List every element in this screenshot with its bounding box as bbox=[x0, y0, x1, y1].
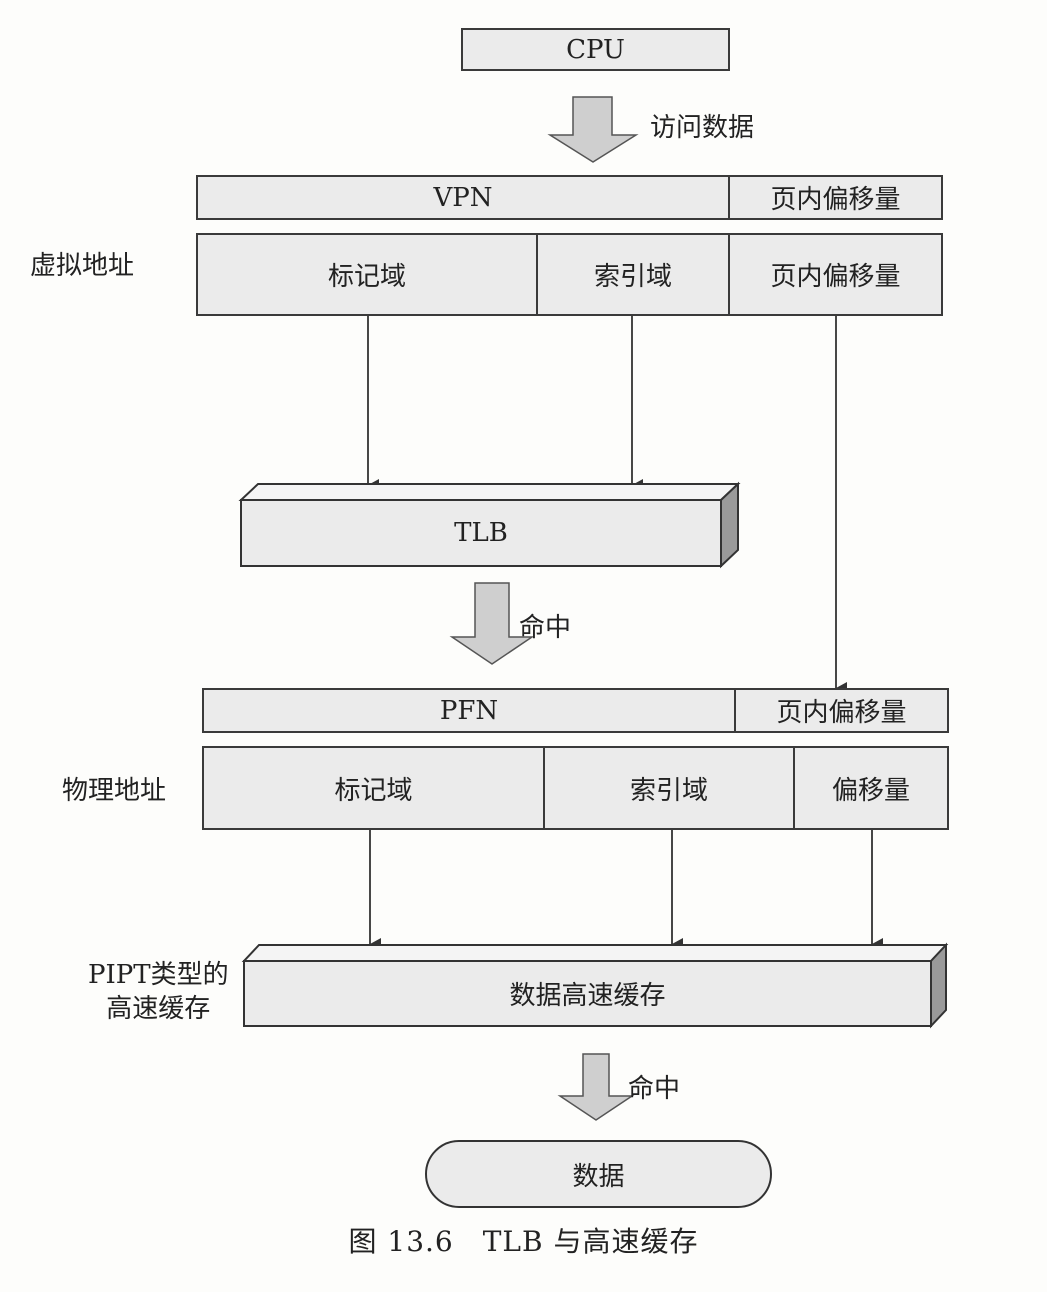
tlb-box bbox=[238, 481, 741, 569]
physical-page-offset-label: 页内偏移量 bbox=[776, 698, 907, 728]
physical-address-label: 物理地址 bbox=[62, 776, 167, 806]
access-arrow bbox=[547, 96, 639, 163]
virtual-tag-label: 标记域 bbox=[327, 262, 406, 292]
cache-label-area: 数据高速缓存 bbox=[244, 961, 931, 1026]
tlb-label: TLB bbox=[454, 518, 508, 548]
physical-address-row: 标记域 索引域 偏移量 bbox=[202, 746, 949, 830]
cache-label: 数据高速缓存 bbox=[509, 981, 666, 1011]
access-data-label: 访问数据 bbox=[650, 113, 755, 143]
cache-hit-label: 命中 bbox=[628, 1074, 681, 1104]
vpn-label: VPN bbox=[433, 182, 493, 213]
virtual-offset-field: 页内偏移量 bbox=[730, 235, 941, 314]
data-capsule: 数据 bbox=[426, 1141, 771, 1207]
physical-page-offset-field: 页内偏移量 bbox=[734, 688, 949, 733]
data-label: 数据 bbox=[572, 1161, 625, 1192]
physical-index-field: 索引域 bbox=[545, 748, 795, 828]
virtual-page-offset-field: 页内偏移量 bbox=[728, 175, 943, 220]
pipt-cache-label-line1: PIPT类型的 bbox=[88, 960, 229, 990]
virtual-address-row: 标记域 索引域 页内偏移量 bbox=[196, 233, 943, 316]
virtual-address-label: 虚拟地址 bbox=[30, 251, 135, 281]
pipt-cache-label: PIPT类型的 高速缓存 bbox=[88, 958, 229, 1026]
physical-offset-field: 偏移量 bbox=[795, 748, 947, 828]
tlb-label-area: TLB bbox=[241, 500, 721, 566]
virtual-index-field: 索引域 bbox=[538, 235, 730, 314]
tlb-hit-label: 命中 bbox=[519, 613, 572, 643]
cpu-label: CPU bbox=[566, 34, 625, 65]
tlb-hit-arrow bbox=[449, 582, 535, 665]
virtual-page-offset-label: 页内偏移量 bbox=[770, 185, 901, 215]
physical-tag-field: 标记域 bbox=[204, 748, 545, 828]
vpn-field: VPN bbox=[196, 175, 730, 220]
cpu-box: CPU bbox=[461, 28, 730, 71]
physical-index-label: 索引域 bbox=[629, 775, 708, 806]
cache-box bbox=[241, 942, 949, 1029]
physical-tag-label: 标记域 bbox=[334, 775, 413, 806]
pipt-cache-label-line2: 高速缓存 bbox=[106, 994, 211, 1024]
cache-hit-arrow bbox=[557, 1053, 635, 1121]
virtual-index-label: 索引域 bbox=[593, 262, 672, 292]
physical-offset-label: 偏移量 bbox=[831, 775, 910, 806]
pfn-field: PFN bbox=[202, 688, 736, 733]
pfn-label: PFN bbox=[439, 695, 499, 726]
virtual-tag-field: 标记域 bbox=[198, 235, 538, 314]
virtual-offset-label: 页内偏移量 bbox=[770, 262, 901, 292]
data-capsule-shape bbox=[425, 1140, 772, 1208]
figure-caption: 图 13.6 TLB 与高速缓存 bbox=[348, 1225, 699, 1258]
